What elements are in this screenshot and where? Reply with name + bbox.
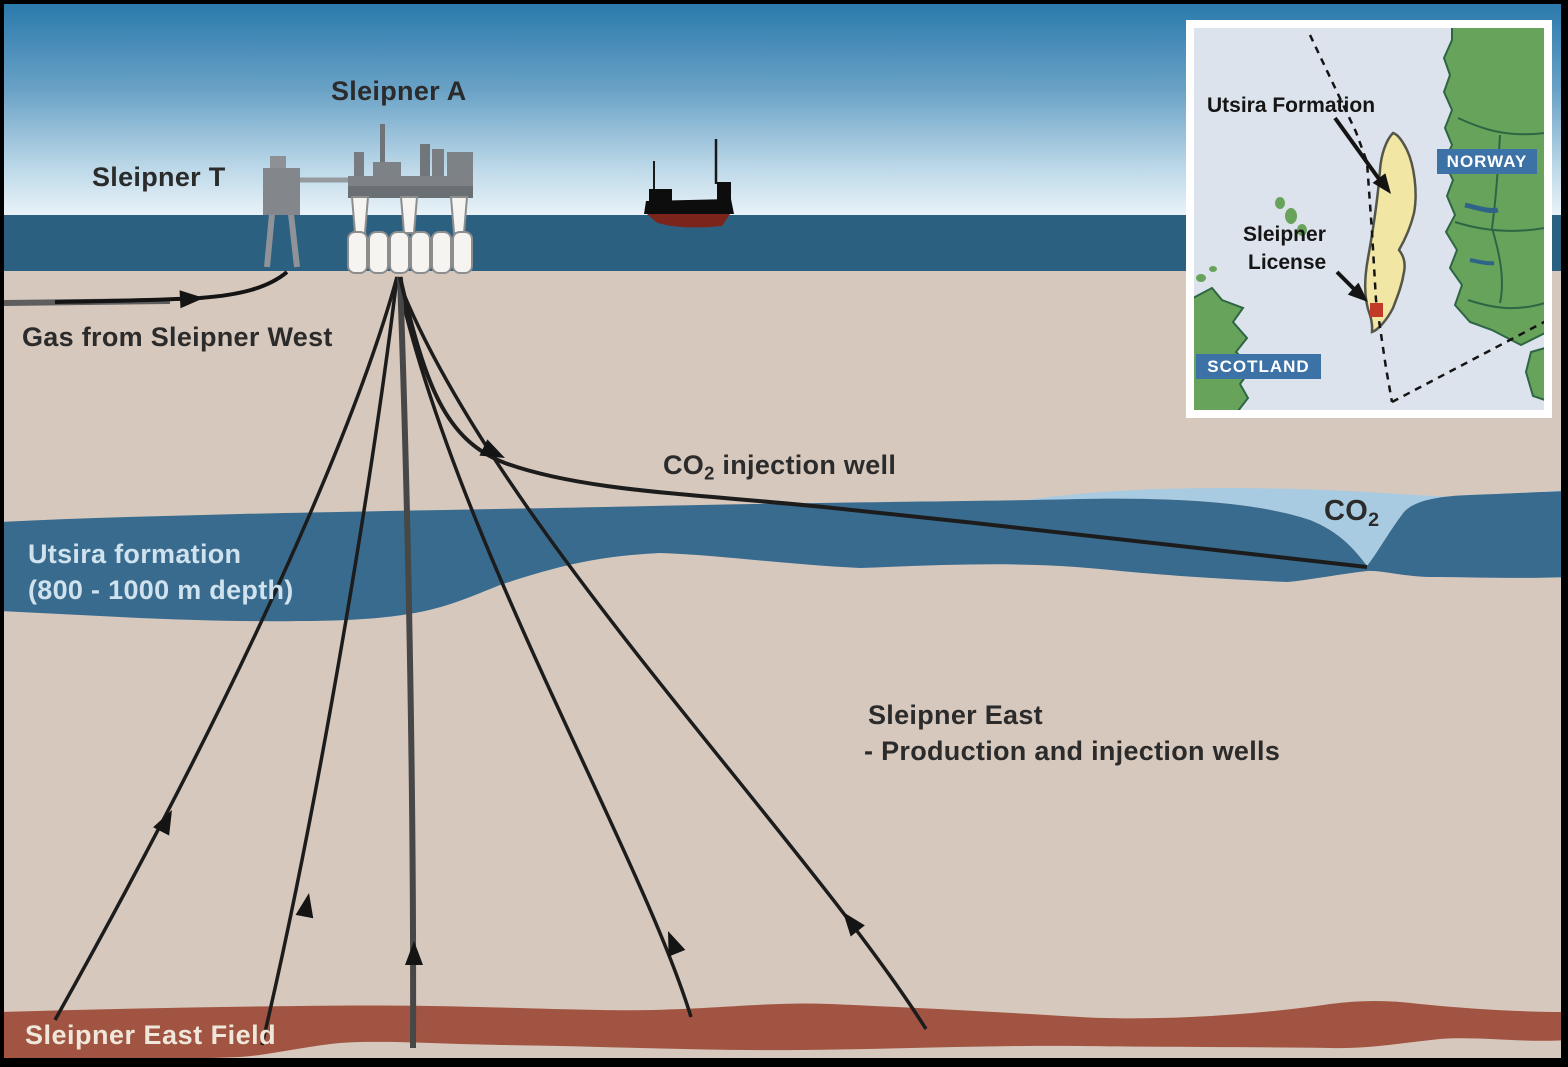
co2-subscript: 2 bbox=[1368, 508, 1380, 531]
island bbox=[1209, 266, 1217, 272]
sleipner-a-platform bbox=[347, 124, 473, 274]
storage-cell bbox=[368, 231, 389, 274]
island bbox=[1196, 274, 1206, 282]
sleipner-t-leg bbox=[288, 213, 300, 268]
gas-from-sleipner-west-label: Gas from Sleipner West bbox=[22, 322, 333, 352]
frame-bottom bbox=[0, 1058, 1568, 1067]
inset-map bbox=[1186, 20, 1552, 418]
platform-leg bbox=[399, 196, 419, 234]
sleipner-a-label: Sleipner A bbox=[331, 76, 467, 106]
sleipner-east-wells-label: - Production and injection wells bbox=[864, 736, 1281, 766]
platform-leg bbox=[350, 196, 370, 234]
sleipner-license-marker bbox=[1370, 303, 1383, 317]
map-utsira-formation-label: Utsira Formation bbox=[1207, 94, 1376, 117]
map-pointer-arrows bbox=[1333, 116, 1391, 302]
well-line-4 bbox=[395, 276, 693, 1018]
storage-cell bbox=[347, 231, 368, 274]
arrow-well-4 bbox=[668, 931, 686, 957]
co2-plume-label: CO2 bbox=[1324, 495, 1379, 532]
frame-top bbox=[0, 0, 1568, 4]
sleipner-t-label: Sleipner T bbox=[92, 162, 226, 192]
arrow-well-vertical bbox=[405, 941, 423, 965]
co2-text: CO bbox=[1324, 495, 1369, 527]
co2-injection-well-line bbox=[398, 276, 1368, 569]
arrow-well-2 bbox=[295, 893, 314, 919]
storage-cell bbox=[389, 231, 410, 274]
ship bbox=[644, 139, 734, 228]
well-line-vertical bbox=[397, 276, 417, 1049]
utsira-formation-label: Utsira formation bbox=[28, 539, 242, 569]
platform-tower bbox=[420, 144, 430, 178]
scotland-badge: SCOTLAND bbox=[1196, 354, 1321, 379]
island bbox=[1285, 208, 1297, 224]
sleipner-t-module bbox=[270, 156, 286, 170]
arrow-well-1 bbox=[153, 810, 172, 836]
norway-lake bbox=[1464, 202, 1499, 213]
south-land-fragment bbox=[1524, 347, 1544, 401]
map-sleipner-license-label-line2: License bbox=[1248, 251, 1327, 274]
arrow-gas-pipeline bbox=[179, 290, 204, 309]
arrow-well-5 bbox=[843, 912, 865, 937]
island-cluster bbox=[1196, 197, 1307, 282]
platform-upper-deck bbox=[348, 176, 473, 186]
platform-storage-cells bbox=[347, 231, 473, 274]
well-line-2 bbox=[260, 276, 399, 1046]
platform-module bbox=[373, 162, 401, 178]
production-wells bbox=[53, 276, 928, 1046]
island bbox=[1297, 224, 1307, 236]
co2-subscript: 2 bbox=[704, 462, 715, 484]
storage-cell bbox=[452, 231, 473, 274]
co2-plume bbox=[1020, 487, 1568, 566]
utsira-pointer-line bbox=[1333, 116, 1386, 188]
ship-hull bbox=[644, 199, 734, 214]
island bbox=[1275, 197, 1285, 209]
scotland-landmass bbox=[1194, 286, 1254, 410]
sleipner-t-platform bbox=[263, 156, 300, 268]
norway-fjord-lines bbox=[1454, 117, 1544, 310]
sleipner-east-field-layer bbox=[0, 1001, 1568, 1060]
storage-cell bbox=[431, 231, 452, 274]
platform-leg bbox=[449, 196, 469, 234]
utsira-pointer-arrow bbox=[1372, 173, 1391, 194]
co2-injection-well-label: CO2 injection well bbox=[663, 450, 896, 485]
utsira-depth-label: (800 - 1000 m depth) bbox=[28, 575, 294, 605]
ship-aft-house bbox=[717, 182, 731, 201]
norway-landmass bbox=[1442, 28, 1544, 347]
platform-tower bbox=[432, 149, 444, 178]
norway-badge: NORWAY bbox=[1437, 149, 1537, 174]
sleipner-t-leg bbox=[264, 213, 275, 268]
storage-cell bbox=[410, 231, 431, 274]
injection-well-text: injection well bbox=[714, 450, 897, 480]
frame-right bbox=[1561, 0, 1568, 1067]
sleipner-east-title-label: Sleipner East bbox=[868, 700, 1043, 730]
sleipner-east-field-label: Sleipner East Field bbox=[25, 1020, 277, 1050]
flow-arrows bbox=[153, 290, 865, 965]
arrow-co2-injection bbox=[479, 439, 505, 458]
well-line-5 bbox=[395, 276, 928, 1030]
sleipner-t-topside bbox=[263, 168, 300, 215]
utsira-formation-shape bbox=[1364, 131, 1417, 334]
well-line-1 bbox=[53, 276, 399, 1021]
platform-deck bbox=[348, 186, 473, 198]
platform-module bbox=[447, 152, 473, 178]
boundary-dashed-line bbox=[1308, 34, 1544, 404]
ship-keel bbox=[647, 214, 730, 228]
frame-left bbox=[0, 0, 4, 1067]
utsira-formation-layer bbox=[0, 491, 1568, 622]
platform-tower bbox=[354, 152, 364, 178]
license-pointer-arrow bbox=[1347, 282, 1368, 302]
map-sleipner-license-label-line1: Sleipner bbox=[1243, 223, 1326, 246]
co2-text: CO bbox=[663, 450, 705, 480]
norway-lake bbox=[1469, 258, 1495, 266]
platform-legs bbox=[350, 196, 469, 234]
flare-tower bbox=[380, 124, 385, 176]
